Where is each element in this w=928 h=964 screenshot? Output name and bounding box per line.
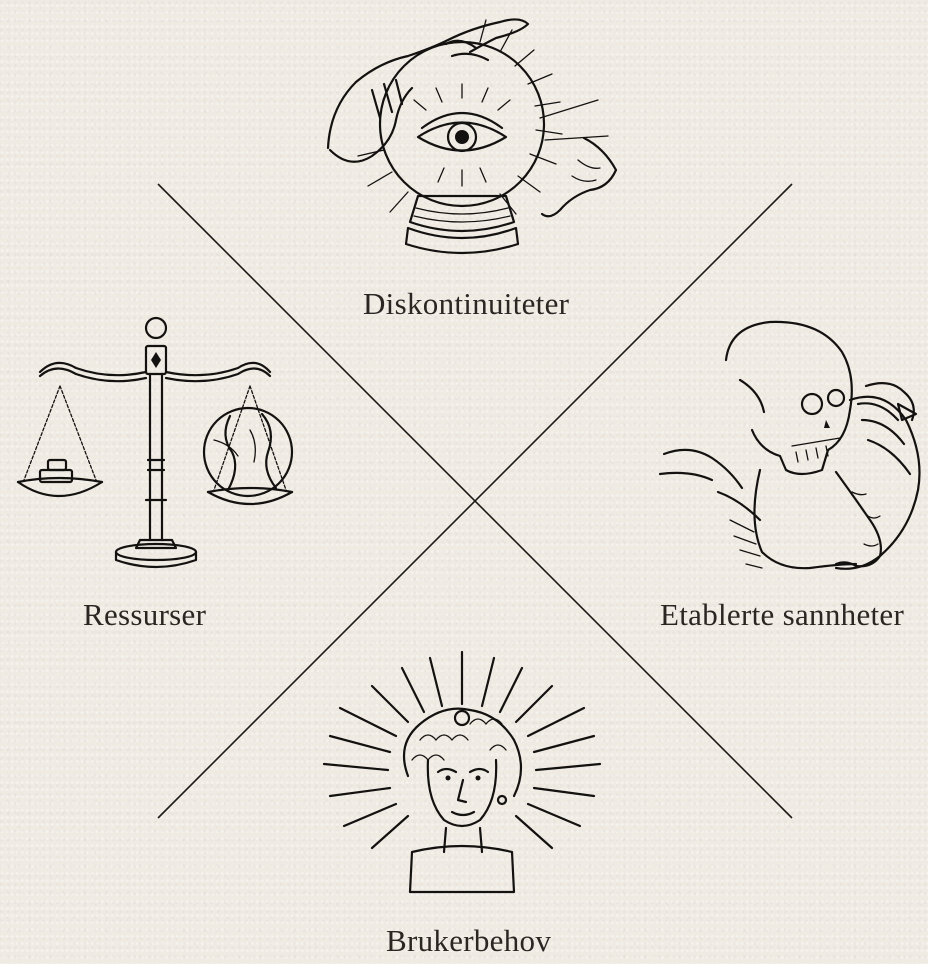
- balance-scale-globe-icon: [18, 318, 292, 567]
- quadrant-label-bottom: Brukerbehov: [386, 923, 551, 959]
- quadrant-label-top: Diskontinuiteter: [363, 286, 569, 322]
- radiant-head-bust-icon: [324, 652, 600, 892]
- crystal-ball-eye-icon: [328, 19, 616, 253]
- quadrant-label-left: Ressurser: [83, 597, 206, 633]
- quadrant-label-right: Etablerte sannheter: [660, 597, 904, 633]
- skeleton-embrace-icon: [660, 322, 920, 569]
